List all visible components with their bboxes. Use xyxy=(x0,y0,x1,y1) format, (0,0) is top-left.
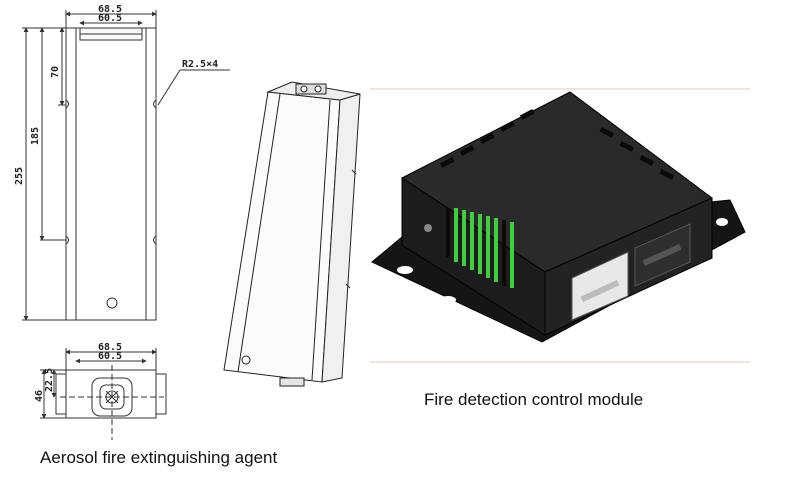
dim-bottom-inner: 60.5 xyxy=(98,351,122,362)
led-vents xyxy=(446,208,514,288)
dim-overall-height: 255 xyxy=(14,167,25,185)
dim-hole-spec: R2.5×4 xyxy=(182,59,218,70)
dim-bottom-depth: 46 xyxy=(34,390,45,402)
dim-top-offset: 70 xyxy=(50,66,61,78)
bottom-view-labels: 68.5 60.5 46 22.5 xyxy=(34,342,122,402)
caption-extinguisher: Aerosol fire extinguishing agent xyxy=(40,448,278,467)
extinguisher-isometric xyxy=(223,81,361,387)
dim-top-outer: 68.5 xyxy=(98,4,122,15)
caption-control-module: Fire detection control module xyxy=(424,390,644,409)
dim-bottom-outer: 68.5 xyxy=(98,342,122,353)
front-view xyxy=(22,10,230,321)
bottom-view xyxy=(40,348,167,440)
dim-bottom-half-depth: 22.5 xyxy=(44,368,55,392)
connector-ports xyxy=(571,223,691,321)
front-view-labels: 68.5 60.5 255 185 70 R2.5×4 xyxy=(14,4,218,185)
control-module xyxy=(370,88,750,363)
dim-mid-height: 185 xyxy=(30,127,41,145)
dim-top-inner: 60.5 xyxy=(98,13,122,24)
